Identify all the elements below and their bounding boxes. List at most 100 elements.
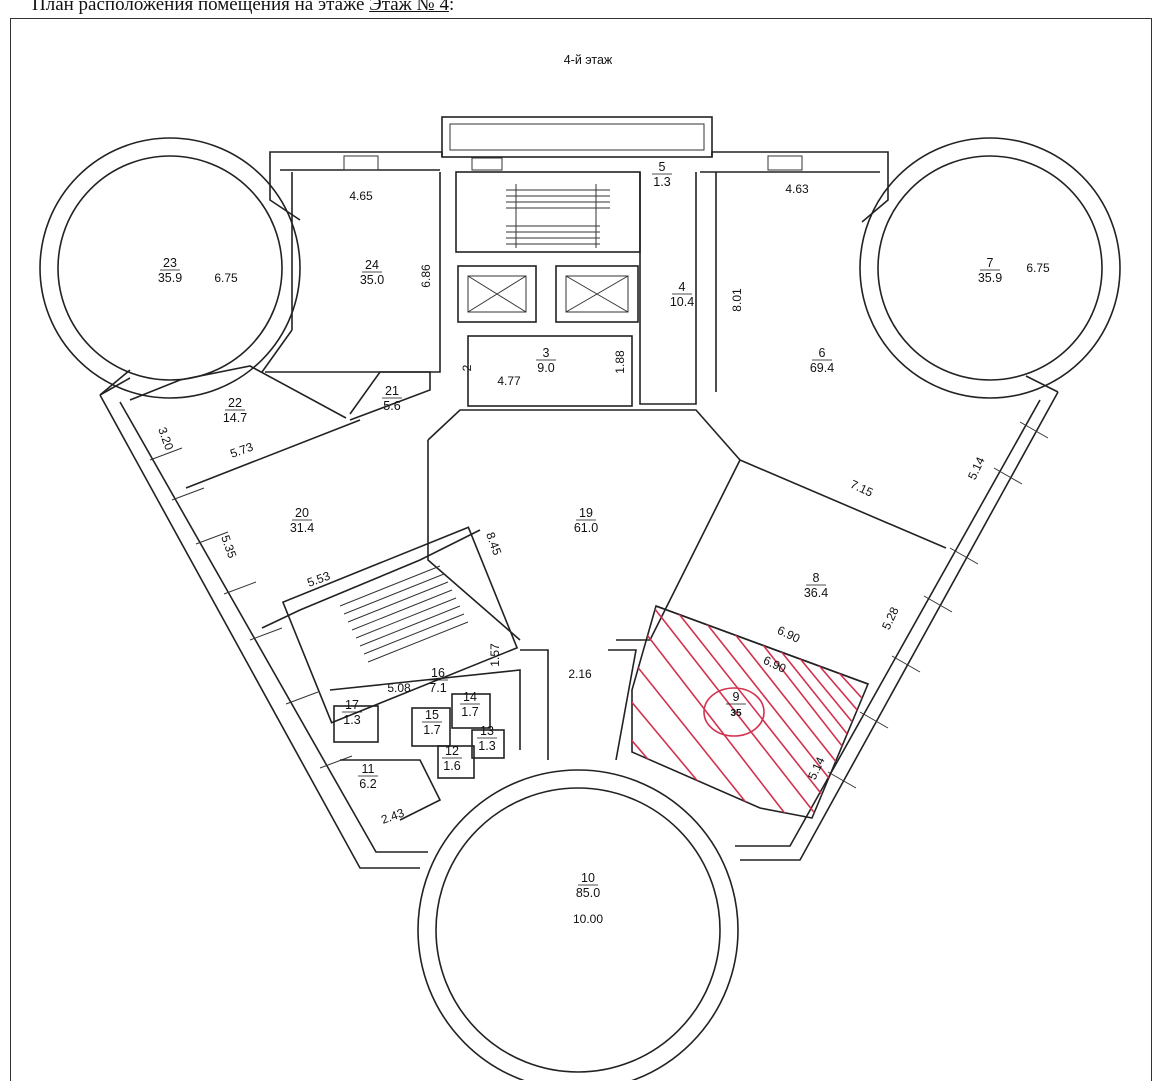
room-15-area: 1.7 (423, 723, 440, 737)
dimension-label: 5.14 (965, 454, 988, 481)
left-tower-outer (39, 137, 301, 399)
dimension-label: 5.14 (805, 754, 828, 781)
room-17-number: 17 (345, 698, 359, 712)
room-9-label[interactable]: 935 (726, 690, 746, 719)
dimension-label: 4.63 (785, 182, 809, 196)
right-tower-inner (877, 155, 1103, 381)
room-4-area: 10.4 (670, 295, 694, 309)
room-14-label[interactable]: 141.7 (460, 690, 480, 719)
dimension-label: 8.01 (730, 288, 744, 312)
dimension-label: 6.75 (1026, 261, 1050, 275)
room-13-number: 13 (480, 724, 494, 738)
room-13-area: 1.3 (478, 739, 495, 753)
room-4-number: 4 (679, 280, 686, 294)
room-21-label[interactable]: 215.6 (382, 384, 402, 413)
dimension-label: 2 (460, 364, 474, 371)
room-5-number: 5 (659, 160, 666, 174)
room-6-label[interactable]: 669.4 (810, 346, 834, 375)
room-8-area: 36.4 (804, 586, 828, 600)
room-12-number: 12 (445, 744, 459, 758)
room-8-number: 8 (813, 571, 820, 585)
dimension-label: 10.00 (573, 912, 603, 926)
room-8-label[interactable]: 836.4 (804, 571, 828, 600)
plan-sheet-border (10, 18, 1152, 1081)
room-17-area: 1.3 (343, 713, 360, 727)
room-6-number: 6 (819, 346, 826, 360)
floor-label: 4-й этаж (564, 53, 613, 67)
dimension-label: 8.45 (483, 530, 504, 557)
room-12-label[interactable]: 121.6 (442, 744, 462, 773)
interior-walls (129, 171, 947, 821)
room-10-number: 10 (581, 871, 595, 885)
room-3-label[interactable]: 39.0 (536, 346, 556, 375)
dimension-label: 5.73 (228, 440, 255, 461)
room-19-number: 19 (579, 506, 593, 520)
room-15-number: 15 (425, 708, 439, 722)
room-9-area: 35 (730, 708, 742, 719)
title-colon: : (448, 0, 455, 15)
dimension-label: 3.20 (155, 425, 176, 452)
room-11-label[interactable]: 116.2 (358, 762, 378, 791)
room-7-area: 35.9 (978, 271, 1002, 285)
elevator-left (457, 265, 537, 323)
dimension-label: 4.77 (497, 374, 521, 388)
room-23-number: 23 (163, 256, 177, 270)
room-17-label[interactable]: 171.3 (342, 698, 362, 727)
room-5-label[interactable]: 51.3 (652, 160, 672, 189)
page-title: План расположения помещения на этаже Эта… (32, 0, 454, 16)
room-7-number: 7 (987, 256, 994, 270)
dimension-label: 1.88 (613, 350, 627, 374)
room-10-area: 85.0 (576, 886, 600, 900)
outer-walls (39, 116, 1121, 1080)
room-13-label[interactable]: 131.3 (477, 724, 497, 753)
stairs-top (506, 184, 610, 248)
room-9-outline (631, 604, 870, 819)
room-24-area: 35.0 (360, 273, 384, 287)
dimension-label: 6.86 (419, 264, 433, 288)
floor-number-link[interactable]: Этаж № 4 (369, 0, 449, 15)
dimension-label: 1.57 (488, 643, 502, 667)
right-tower-outer (859, 137, 1121, 399)
room-22-area: 14.7 (223, 411, 247, 425)
room-16-label[interactable]: 167.1 (428, 666, 448, 695)
dimension-label: 5.08 (387, 681, 411, 695)
dimension-label: 6.90 (775, 623, 802, 646)
dimension-label: 2.16 (568, 667, 592, 681)
title-text: План расположения помещения на этаже (32, 0, 370, 15)
room-15-label[interactable]: 151.7 (422, 708, 442, 737)
room-5-area: 1.3 (653, 175, 670, 189)
room-11-area: 6.2 (359, 777, 376, 791)
left-tower-inner (57, 155, 283, 381)
room-4-label[interactable]: 410.4 (670, 280, 694, 309)
dimension-label: 5.28 (879, 604, 902, 631)
stairs-bottom (339, 565, 469, 663)
elevator-right (555, 265, 639, 323)
room-3-number: 3 (543, 346, 550, 360)
bottom-tower-outer (417, 769, 739, 1080)
room-14-number: 14 (463, 690, 477, 704)
dimension-label: 5.53 (305, 569, 332, 590)
room-12-area: 1.6 (443, 759, 460, 773)
room-labels: 2335.92435.051.3410.439.0735.9669.42214.… (158, 160, 1002, 900)
room-6-area: 69.4 (810, 361, 834, 375)
room-21-number: 21 (385, 384, 399, 398)
windows (149, 155, 1049, 789)
room-3-area: 9.0 (537, 361, 554, 375)
bottom-tower-inner (435, 787, 721, 1073)
room-19-area: 61.0 (574, 521, 598, 535)
room-9-circle-mark (703, 687, 765, 737)
dimension-label: 7.15 (848, 477, 875, 500)
room-7-label[interactable]: 735.9 (978, 256, 1002, 285)
room-24-number: 24 (365, 258, 379, 272)
dimension-label: 5.35 (218, 533, 239, 560)
room-22-number: 22 (228, 396, 242, 410)
room-23-area: 35.9 (158, 271, 182, 285)
